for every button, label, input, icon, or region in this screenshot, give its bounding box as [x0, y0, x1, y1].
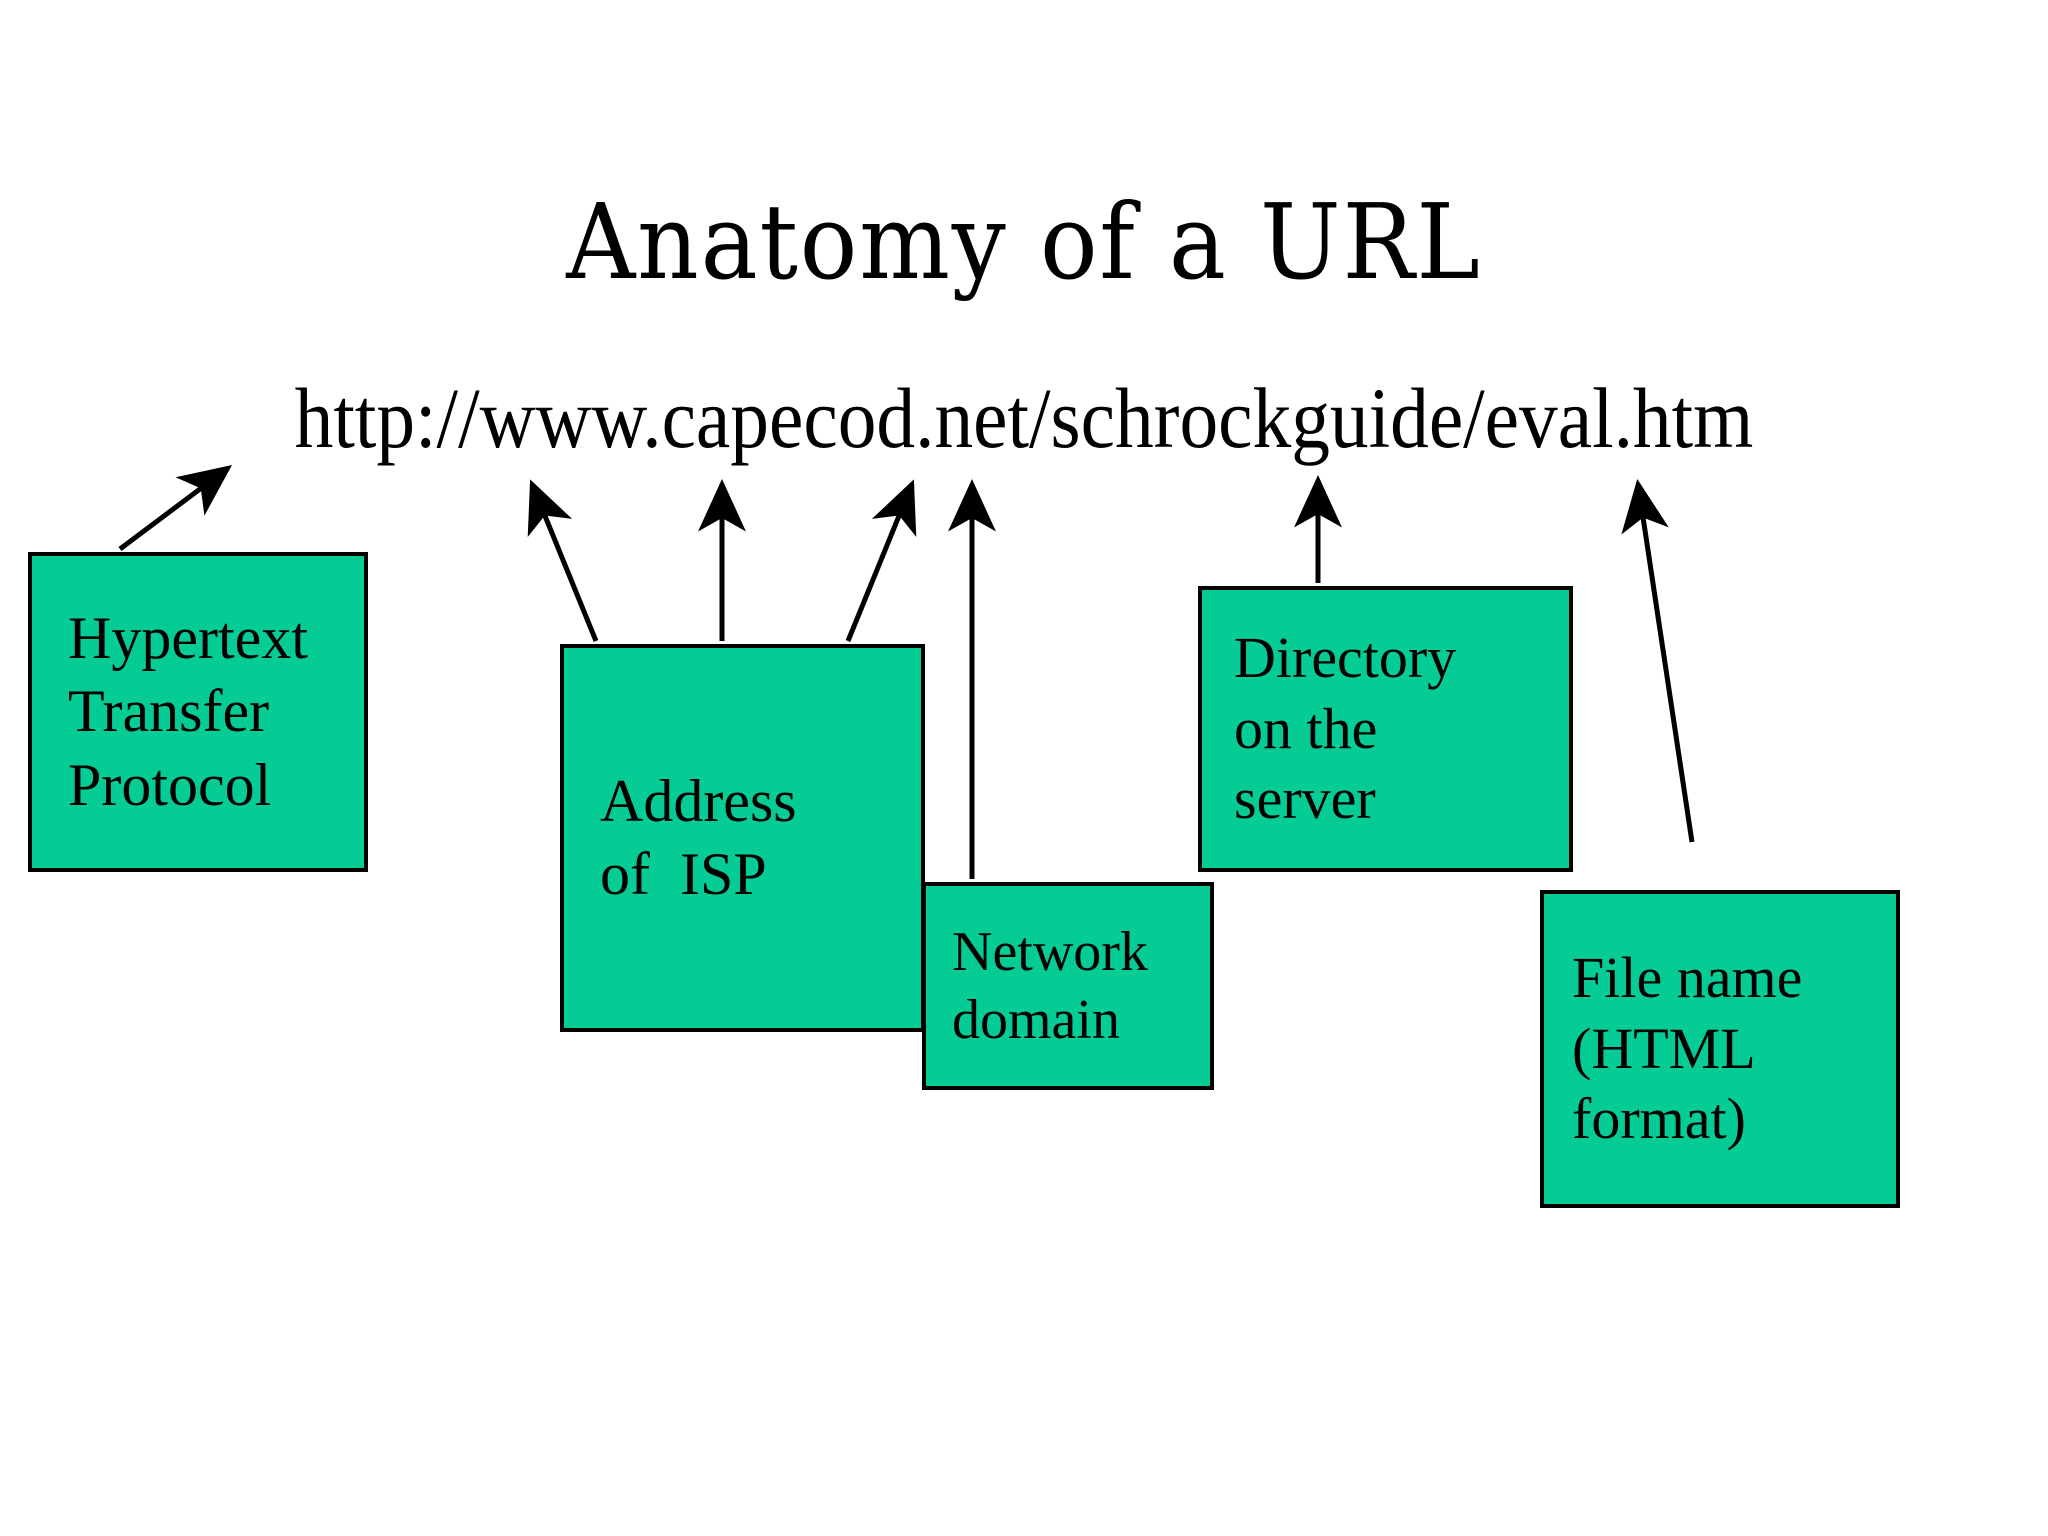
- arrow-protocol: [118, 465, 232, 551]
- callout-line: of ISP: [600, 841, 767, 907]
- callout-box-file-name[interactable]: File name (HTML format): [1540, 890, 1900, 1208]
- callout-line: format): [1572, 1086, 1746, 1152]
- callout-box-network-domain[interactable]: Network domain: [922, 882, 1214, 1090]
- callout-line: Hypertext: [68, 605, 308, 672]
- callout-box-directory[interactable]: Directory on the server: [1198, 586, 1573, 872]
- page-title: Anatomy of a URL: [566, 181, 1482, 303]
- arrow-file-name: [1621, 479, 1695, 843]
- callout-line: Network: [952, 920, 1148, 983]
- arrow-isp-www: [527, 479, 599, 642]
- callout-line: Transfer: [68, 678, 270, 745]
- callout-line: (HTML: [1572, 1015, 1756, 1081]
- callout-line: Address: [600, 767, 797, 834]
- callout-line: server: [1234, 766, 1376, 832]
- callout-line: Directory: [1234, 624, 1457, 690]
- callout-line: on the: [1234, 695, 1378, 761]
- arrow-isp-domain-end: [845, 479, 917, 642]
- callout-line: domain: [952, 989, 1120, 1051]
- callout-box-protocol[interactable]: Hypertext Transfer Protocol: [28, 552, 368, 872]
- callout-line: Protocol: [68, 751, 272, 818]
- callout-box-isp[interactable]: Address of ISP: [560, 644, 925, 1032]
- url-text: http://www.capecod.net/schrockguide/eval…: [294, 370, 1754, 466]
- callout-line: File name: [1572, 944, 1803, 1010]
